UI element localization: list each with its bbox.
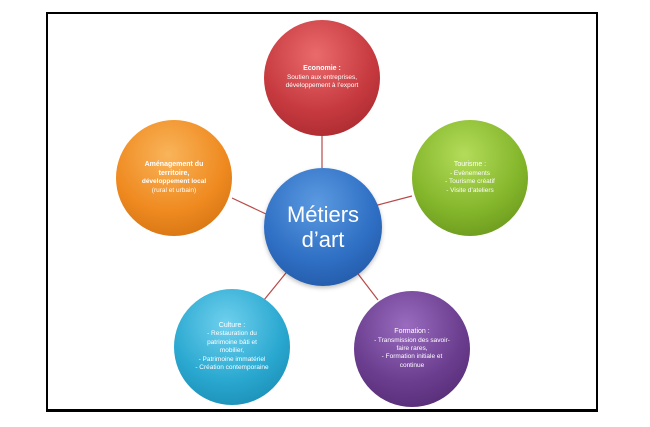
node-economie: Economie : Soutien aux entreprises, déve…	[264, 20, 380, 136]
node-economie-title: Economie :	[303, 65, 341, 73]
node-formation-line: faire rares,	[396, 344, 428, 352]
connector-tourisme	[373, 195, 413, 207]
node-culture-line: - Patrimoine immatériel	[198, 355, 266, 363]
node-formation-line: - Transmission des savoir-	[374, 336, 450, 344]
connector-amenagement	[231, 197, 267, 215]
node-amenagement: Aménagement du territoire, développement…	[116, 120, 232, 236]
node-center: Métiers d’art	[264, 168, 382, 286]
node-tourisme: Tourisme : - Evènements - Tourisme créat…	[412, 120, 528, 236]
node-tourisme-line: - Evènements	[449, 169, 491, 177]
node-tourisme-line: - Tourisme créatif	[445, 178, 495, 186]
node-amenagement-line: (rural et urbain)	[151, 186, 197, 194]
node-culture-title: Culture :	[218, 321, 246, 329]
node-formation-line: - Formation initiale et	[381, 353, 443, 361]
center-label-line2: d’art	[301, 227, 345, 252]
center-label-line1: Métiers	[286, 201, 360, 227]
node-formation: Formation : - Transmission des savoir- f…	[354, 291, 470, 407]
node-culture-line: patrimoine bâti et	[207, 338, 257, 346]
node-tourisme-title: Tourisme :	[453, 160, 487, 168]
node-amenagement-title: Aménagement du	[144, 160, 204, 168]
node-tourisme-line: - Visite d’ateliers	[446, 186, 494, 194]
node-culture-line: mobilier,	[219, 347, 245, 355]
node-economie-line: développement à l’export	[285, 82, 359, 90]
node-culture-line: - Restauration du	[207, 330, 257, 338]
node-amenagement-title: territoire,	[158, 169, 190, 177]
node-amenagement-title: développement local	[141, 178, 207, 186]
node-economie-line: Soutien aux entreprises,	[286, 73, 358, 81]
node-formation-line: continue	[399, 361, 425, 369]
node-culture: Culture : - Restauration du patrimoine b…	[174, 289, 290, 405]
node-formation-title: Formation :	[394, 327, 430, 335]
node-culture-line: - Création contemporaine	[195, 364, 269, 372]
